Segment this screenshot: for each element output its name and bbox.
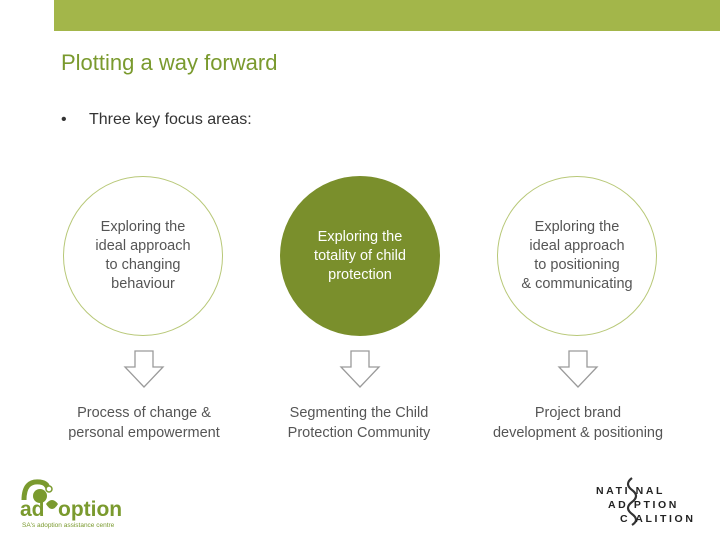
- focus-circle-text: Exploring the ideal approach to position…: [521, 219, 633, 292]
- down-arrow-icon: [557, 350, 599, 388]
- focus-circle-text: Exploring the totality of child protecti…: [314, 228, 406, 283]
- outcome-text: Segmenting the Child Protection Communit…: [287, 405, 431, 441]
- focus-circle-behaviour: Exploring the ideal approach to changing…: [63, 176, 223, 336]
- svg-text:C ALITION: C ALITION: [620, 513, 696, 525]
- addoption-tagline: SA's adoption assistance centre: [22, 522, 115, 529]
- national-adoption-coalition-logo: NATI NAL AD PTION C ALITION: [596, 477, 696, 526]
- bullet-text: Three key focus areas:: [89, 111, 252, 128]
- focus-circle-text: Exploring the ideal approach to changing…: [95, 219, 191, 292]
- svg-text:option: option: [58, 498, 122, 521]
- down-arrow-icon: [339, 350, 381, 388]
- slide-title: Plotting a way forward: [61, 50, 278, 75]
- svg-text:NATI NAL: NATI NAL: [596, 485, 665, 497]
- focus-circle-positioning: Exploring the ideal approach to position…: [497, 176, 657, 336]
- bullet-icon: •: [61, 111, 67, 128]
- addoption-logo: ad option: [20, 479, 122, 521]
- focus-circle-child-protection: Exploring the totality of child protecti…: [280, 176, 440, 336]
- svg-text:ad: ad: [20, 498, 45, 521]
- outcome-text: Project brand development & positioning: [492, 405, 664, 441]
- down-arrow-icon: [123, 350, 165, 388]
- svg-text:AD PTION: AD PTION: [608, 499, 679, 511]
- header-accent-bar: [54, 0, 720, 31]
- outcome-text: Process of change & personal empowerment: [68, 405, 220, 441]
